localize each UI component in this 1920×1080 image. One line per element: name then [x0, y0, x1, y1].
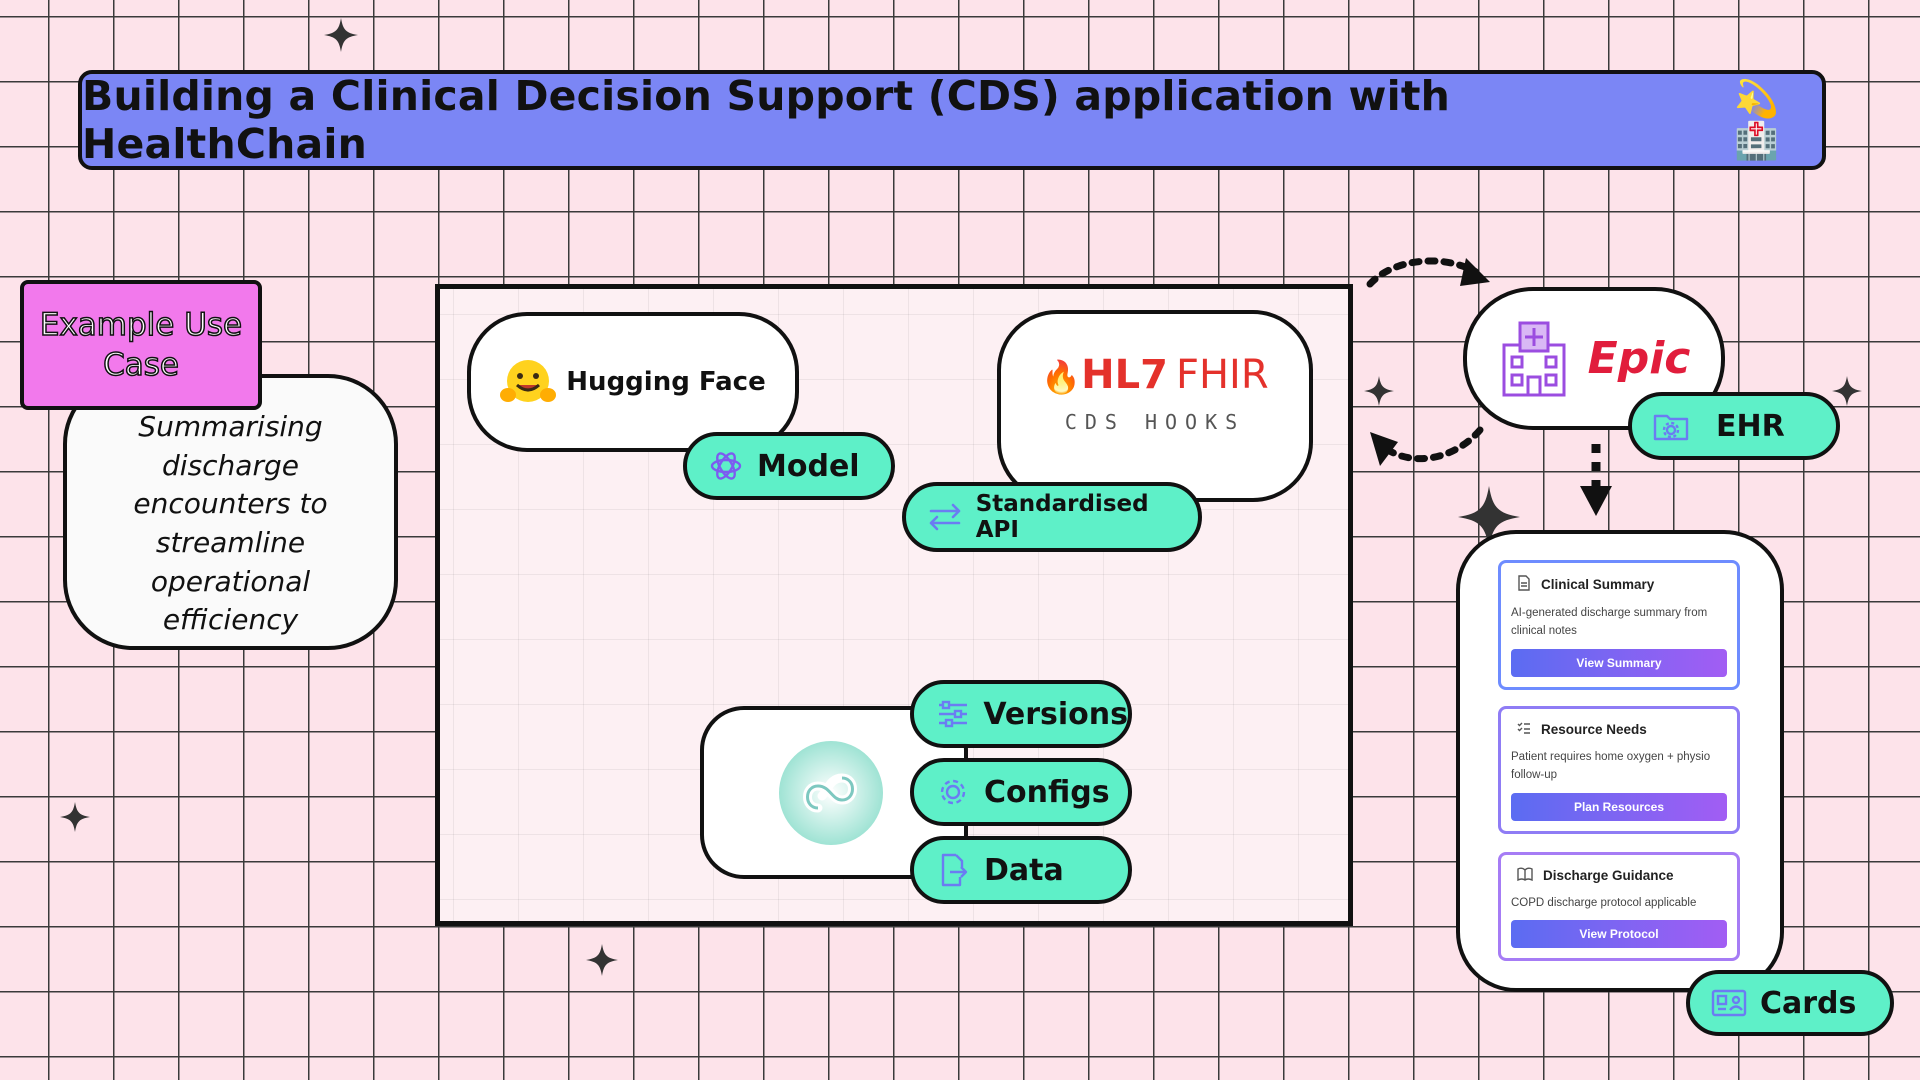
cards-label: Cards [1760, 985, 1857, 1021]
view-protocol-button[interactable]: View Protocol [1511, 920, 1727, 949]
checklist-icon [1517, 721, 1531, 738]
openai-icon [707, 447, 745, 485]
ehr-to-cards-arrow-icon [1580, 444, 1612, 516]
sparkle-icon [586, 944, 618, 976]
standardised-api-label: Standardised API [975, 491, 1149, 543]
use-case-description: Summarising discharge encounters to stre… [133, 410, 328, 637]
card-title: Resource Needs [1541, 722, 1647, 737]
fhir-label: FHIR [1175, 352, 1269, 398]
configs-label: Configs [984, 774, 1110, 810]
hospital-icon [1502, 321, 1566, 396]
card-title: Clinical Summary [1541, 577, 1655, 592]
use-case-tag-label: Example Use Case [39, 306, 243, 384]
hugging-face-node: Hugging Face [467, 312, 799, 452]
sliders-icon [934, 695, 971, 733]
title-emoji: 💫🏥 [1733, 79, 1779, 162]
cds-card-discharge-guidance: Discharge Guidance COPD discharge protoc… [1498, 852, 1740, 962]
standardised-api-pill: Standardised API [902, 482, 1202, 552]
cds-cards-panel: Clinical Summary AI-generated discharge … [1456, 530, 1784, 992]
cds-card-clinical-summary: Clinical Summary AI-generated discharge … [1498, 560, 1740, 690]
cds-card-resource-needs: Resource Needs Patient requires home oxy… [1498, 706, 1740, 834]
response-arrow-icon [1370, 426, 1484, 466]
card-title: Discharge Guidance [1543, 868, 1674, 883]
view-summary-button[interactable]: View Summary [1511, 648, 1727, 677]
document-icon [1517, 575, 1531, 594]
data-pill: Data [910, 836, 1132, 904]
sparkle-icon [324, 18, 358, 52]
use-case-tag: Example Use Case [20, 280, 262, 410]
hugging-face-label: Hugging Face [566, 367, 766, 397]
configs-pill: Configs [910, 758, 1132, 826]
hugging-face-icon [500, 360, 557, 402]
file-export-icon [934, 851, 972, 889]
cards-pill: Cards [1686, 970, 1894, 1036]
ehr-label: EHR [1716, 408, 1785, 444]
sparkle-icon [1364, 376, 1394, 406]
card-description: AI-generated discharge summary from clin… [1511, 607, 1708, 638]
versions-pill: Versions [910, 680, 1132, 748]
use-case-description-card: Summarising discharge encounters to stre… [63, 374, 398, 650]
model-label: Model [757, 448, 860, 484]
cds-hooks-logo: CDS HOOKS [1064, 410, 1246, 434]
ehr-pill: EHR [1628, 392, 1840, 460]
card-description: Patient requires home oxygen + physio fo… [1511, 751, 1711, 782]
epic-logo: Epic [1587, 333, 1691, 384]
data-label: Data [984, 852, 1064, 888]
model-pill: Model [683, 432, 895, 500]
page-title: Building a Clinical Decision Support (CD… [82, 72, 1451, 168]
title-bar: Building a Clinical Decision Support (CD… [78, 70, 1826, 170]
folder-settings-icon [1652, 407, 1690, 445]
hl7-label: HL7 [1081, 352, 1168, 398]
request-arrow-icon [1366, 257, 1490, 288]
id-card-icon [1710, 984, 1748, 1022]
versions-label: Versions [983, 696, 1128, 732]
book-icon [1517, 867, 1533, 884]
sparkle-icon [60, 802, 90, 832]
sparkle-icon [1832, 376, 1862, 406]
sparkle-icon [1458, 486, 1520, 548]
card-description: COPD discharge protocol applicable [1511, 897, 1697, 909]
infinity-logo-icon [779, 740, 883, 845]
swap-arrows-icon [926, 498, 964, 536]
gear-icon [934, 773, 972, 811]
plan-resources-button[interactable]: Plan Resources [1511, 792, 1727, 821]
flame-icon: 🔥 [1041, 358, 1082, 396]
